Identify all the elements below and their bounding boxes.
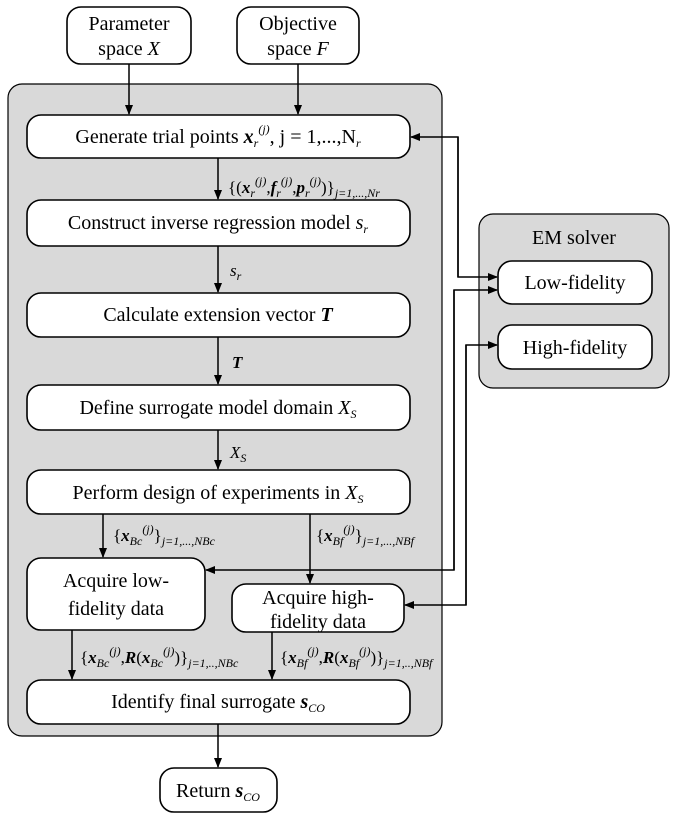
objective-space-box: Objective space F <box>236 6 360 65</box>
label-trial-data: {(xr(j),fr(j),pr(j))}j=1,...,Nr <box>228 174 380 200</box>
arrow-generate-to-solver <box>457 137 498 281</box>
label-bf-data: {xBf(j),R(xBf(j))}j=1,..,NBf <box>280 644 434 670</box>
em-solver-title: EM solver <box>532 227 616 249</box>
perform-doe-text: Perform design of experiments in XS <box>73 482 364 506</box>
objective-space-line1: Objective <box>259 13 337 35</box>
identify-surrogate-box: Identify final surrogate sCO <box>26 679 411 725</box>
arrow-acquire-low-to-lowfidelity <box>453 286 498 570</box>
generate-trial-points-text: Generate trial points xr(j), j = 1,...,N… <box>75 122 361 150</box>
objective-space-line2: space F <box>267 38 329 60</box>
low-fidelity-label: Low-fidelity <box>524 272 625 294</box>
label-s-r: sr <box>230 261 242 283</box>
define-domain-box: Define surrogate model domain XS <box>26 384 411 431</box>
acquire-high-line1: Acquire high- <box>262 587 374 609</box>
acquire-low-line1: Acquire low- <box>63 570 169 592</box>
label-X-S: XS <box>229 443 246 465</box>
label-bc-set: {xBc(j)}j=1,...,NBc <box>113 522 216 548</box>
parameter-space-line2: space X <box>98 38 160 60</box>
acquire-low-fidelity-box: Acquire low- fidelity data <box>26 557 206 631</box>
high-fidelity-solver-box: High-fidelity <box>497 324 653 370</box>
perform-doe-box: Perform design of experiments in XS <box>26 469 411 515</box>
arrow-acquire-high-to-highfidelity <box>465 341 498 605</box>
label-bf-set: {xBf(j)}j=1,...,NBf <box>316 522 416 548</box>
acquire-high-fidelity-box: Acquire high- fidelity data <box>231 583 405 633</box>
define-domain-text: Define surrogate model domain XS <box>79 397 356 421</box>
return-output-box: Return sCO <box>159 767 278 813</box>
generate-trial-points-box: Generate trial points xr(j), j = 1,...,N… <box>26 114 411 159</box>
parameter-space-box: Parameter space X <box>66 6 192 65</box>
acquire-high-line2: fidelity data <box>270 611 366 633</box>
calculate-extension-box: Calculate extension vector T <box>26 292 411 338</box>
calculate-extension-text: Calculate extension vector T <box>103 304 333 326</box>
parameter-space-line1: Parameter <box>88 13 169 35</box>
low-fidelity-solver-box: Low-fidelity <box>497 260 653 305</box>
high-fidelity-label: High-fidelity <box>523 337 627 359</box>
identify-surrogate-text: Identify final surrogate sCO <box>111 691 325 715</box>
acquire-low-line2: fidelity data <box>68 598 164 620</box>
label-T: T <box>232 353 243 372</box>
construct-model-box: Construct inverse regression model sr <box>26 199 411 247</box>
construct-model-text: Construct inverse regression model sr <box>68 212 369 236</box>
return-output-text: Return sCO <box>176 780 260 804</box>
label-bc-data: {xBc(j),R(xBc(j))}j=1,..,NBc <box>80 644 239 670</box>
